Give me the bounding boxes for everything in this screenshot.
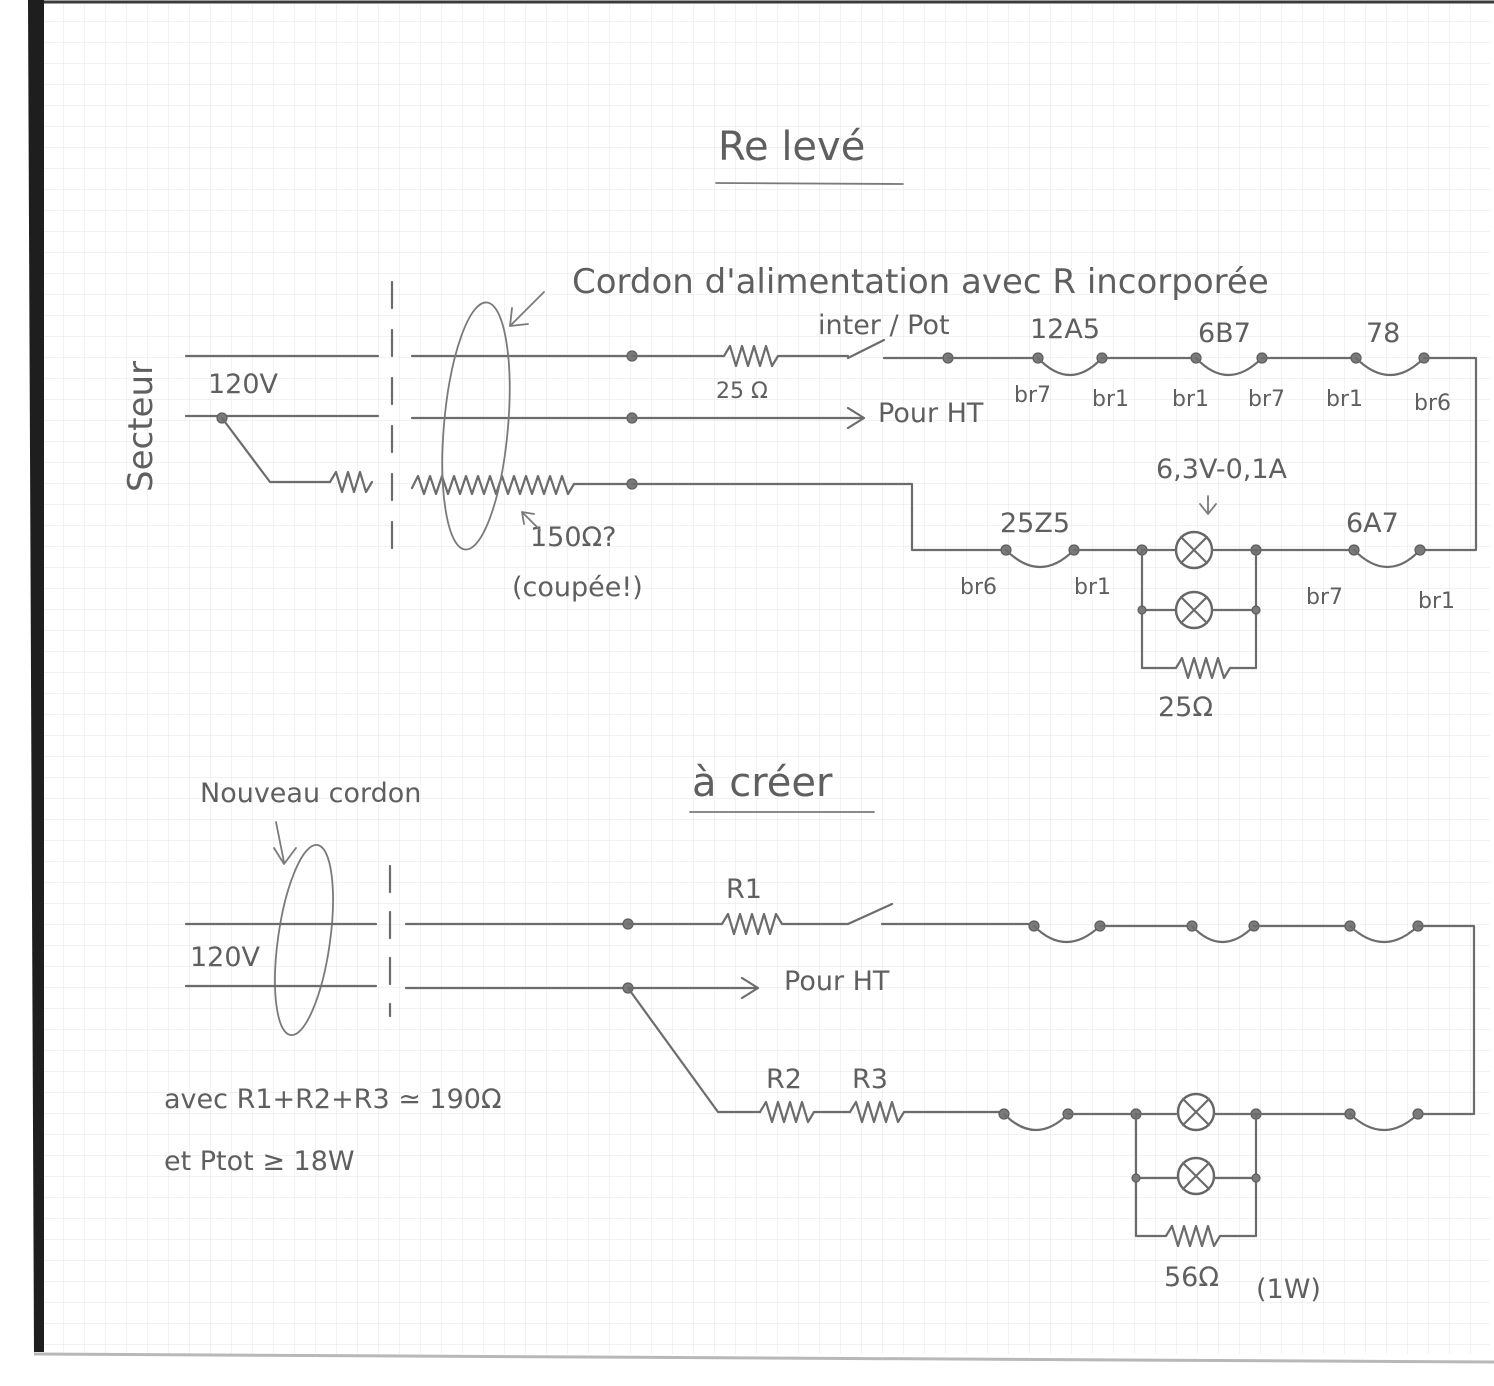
tube-filament xyxy=(1002,1112,1070,1132)
label-nouveau-cordon: Nouveau cordon xyxy=(200,778,421,809)
title-releve: Re levé xyxy=(718,124,865,170)
tube-25z5-name: 25Z5 xyxy=(1000,508,1070,539)
arrow-pour-ht-bottom xyxy=(626,976,760,1000)
resistor-r1 xyxy=(626,912,850,936)
resistor-25-shunt xyxy=(1140,656,1258,680)
tube-6b7-pin-right: br7 xyxy=(1248,387,1285,412)
label-power: et Ptot ≥ 18W xyxy=(164,1146,355,1177)
label-inter-pot: inter / Pot xyxy=(818,310,950,341)
switch-new xyxy=(846,902,894,926)
page-binding-edge xyxy=(28,0,44,1352)
tube-25z5-pin-right: br1 xyxy=(1074,575,1111,600)
tube-78-filament xyxy=(1354,356,1426,377)
label-r56: 56Ω xyxy=(1164,1262,1219,1293)
cord-resistor-150 xyxy=(410,474,576,496)
label-r25-bottom: 25Ω xyxy=(1158,692,1213,723)
arrow-lamp xyxy=(1199,495,1217,515)
tube-6a7-pin-right: br1 xyxy=(1418,589,1455,614)
mains-resistor-symbol xyxy=(328,470,374,494)
cord-ellipse xyxy=(441,301,511,551)
label-r2: R2 xyxy=(766,1064,802,1095)
label-120v-bottom: 120V xyxy=(190,942,261,973)
cord-arrow xyxy=(509,291,545,327)
tube-78-pin-right: br6 xyxy=(1414,391,1451,416)
arrow-pour-ht-top xyxy=(630,406,866,430)
grid-lines xyxy=(40,4,1490,1354)
junction-dot xyxy=(1137,605,1147,615)
lamp-cross xyxy=(1181,1161,1211,1191)
junction-dot xyxy=(1251,605,1261,615)
lamp-cross xyxy=(1181,1097,1211,1127)
label-120v-top: 120V xyxy=(208,369,279,400)
resistor-r3 xyxy=(848,1100,1006,1124)
wire-return-right xyxy=(1418,356,1478,552)
mains-resistor-lead xyxy=(220,416,332,484)
tube-12a5-pin-right: br1 xyxy=(1092,387,1129,412)
label-r150: 150Ω? xyxy=(530,522,617,553)
junction-dot xyxy=(1251,1173,1261,1183)
label-lamp-rating: 6,3V-0,1A xyxy=(1156,454,1288,485)
title-a-creer: à créer xyxy=(692,760,833,806)
arrow-nouveau-cordon xyxy=(273,821,297,865)
label-secteur: Secteur xyxy=(121,361,161,492)
label-pour-ht-bottom: Pour HT xyxy=(784,966,890,997)
tube-25z5-filament xyxy=(1004,548,1076,569)
lamp-cross xyxy=(1179,535,1209,565)
label-coupee: (coupée!) xyxy=(512,572,643,603)
tube-6b7-filament xyxy=(1194,356,1264,377)
pin-dot xyxy=(1412,1108,1424,1120)
tube-12a5-pin-left: br7 xyxy=(1014,383,1051,408)
page-bottom-edge xyxy=(33,1352,1494,1364)
tube-6a7-name: 6A7 xyxy=(1346,508,1399,539)
new-cord-ellipse xyxy=(274,843,334,1037)
tube-6a7-filament xyxy=(1352,548,1422,569)
pin-dot xyxy=(1414,544,1426,556)
tube-filament xyxy=(1348,1112,1420,1132)
label-pour-ht-top: Pour HT xyxy=(878,398,984,429)
label-cordon-note: Cordon d'alimentation avec R incorporée xyxy=(572,262,1269,302)
tube-78-pin-left: br1 xyxy=(1326,387,1363,412)
wire-diagonal xyxy=(626,986,762,1114)
wire-return-right-new xyxy=(1416,924,1476,1116)
tube-6b7-pin-left: br1 xyxy=(1172,387,1209,412)
arrow-r150 xyxy=(521,511,541,531)
label-r56-watt: (1W) xyxy=(1256,1274,1321,1305)
label-r3: R3 xyxy=(852,1064,888,1095)
label-formula: avec R1+R2+R3 ≃ 190Ω xyxy=(164,1084,502,1115)
title-releve-underline xyxy=(715,182,904,185)
tube-filament xyxy=(1190,924,1256,943)
tube-12a5-filament xyxy=(1036,356,1104,377)
tube-filament xyxy=(1348,924,1420,944)
switch-inter-pot xyxy=(846,338,886,360)
tube-25z5-pin-left: br6 xyxy=(960,575,997,600)
resistor-56-shunt xyxy=(1134,1224,1258,1248)
resistor-r2 xyxy=(758,1100,852,1124)
tube-6a7-pin-left: br7 xyxy=(1306,585,1343,610)
tube-78-name: 78 xyxy=(1366,318,1400,349)
tube-12a5-name: 12A5 xyxy=(1030,314,1100,345)
tube-filament xyxy=(1032,924,1102,944)
wire xyxy=(630,482,1008,552)
tube-6b7-name: 6B7 xyxy=(1198,318,1251,349)
junction-dot xyxy=(1131,1173,1141,1183)
label-r1: R1 xyxy=(726,874,762,905)
label-r25-top: 25 Ω xyxy=(716,379,768,404)
lamp-cross xyxy=(1179,595,1209,625)
resistor-25-top xyxy=(630,344,850,368)
